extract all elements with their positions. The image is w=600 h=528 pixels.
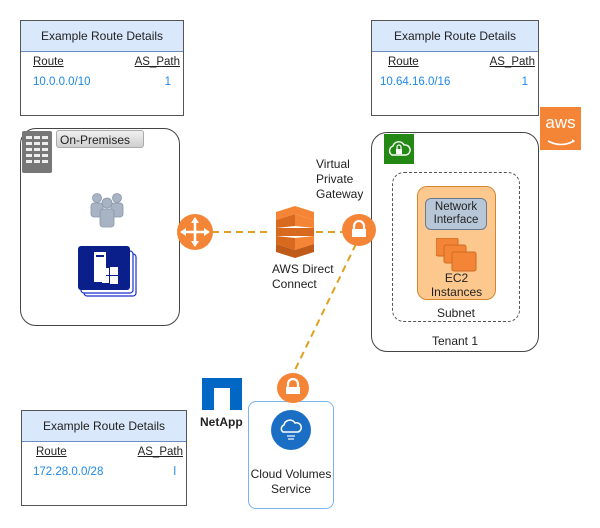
subnet-label: Subnet xyxy=(436,306,476,320)
direct-connect-label-line2: Connect xyxy=(272,277,317,291)
route-column-header: Route xyxy=(388,56,419,68)
cloud-volumes-label: Cloud Volumes Service xyxy=(244,467,338,497)
as-path-column-header: AS_Path xyxy=(134,56,180,68)
route-table-title: Example Route Details xyxy=(22,411,186,442)
cloud-volumes-label-line2: Service xyxy=(270,482,311,496)
as-path-column-header: AS_Path xyxy=(137,446,183,458)
on-premises-tag: On-Premises xyxy=(56,130,144,148)
cloud-volumes-label-line1: Cloud Volumes xyxy=(250,467,332,481)
route-table-title: Example Route Details xyxy=(21,21,183,52)
route-column-header: Route xyxy=(33,56,64,68)
route-table-onprem: Example Route Details Route AS_Path 10.0.… xyxy=(20,20,184,116)
ec2-instances-label: EC2 Instances xyxy=(417,271,496,299)
aws-logo-text: aws xyxy=(545,113,576,132)
vpg-label-line3: Gateway xyxy=(316,187,364,201)
aws-logo: aws xyxy=(540,107,581,150)
tenant-label: Tenant 1 xyxy=(431,334,479,348)
route-value: 172.28.0.0/28 xyxy=(33,466,104,478)
netapp-logo-icon xyxy=(202,378,242,415)
vpg-label-line1: Virtual xyxy=(316,157,350,171)
route-table-title: Example Route Details xyxy=(372,21,538,52)
windows-server-icon xyxy=(78,246,138,303)
aws-smile-icon xyxy=(547,139,575,146)
route-table-aws: Example Route Details Route AS_Path 10.64… xyxy=(371,20,539,116)
netapp-label: NetApp xyxy=(200,415,243,429)
subnet-container xyxy=(392,172,520,322)
ec2-label-line1: EC2 xyxy=(444,271,469,285)
cloud-volumes-icon xyxy=(270,409,312,456)
as-path-value: l xyxy=(173,466,176,478)
building-icon xyxy=(22,131,52,173)
route-value: 10.0.0.0/10 xyxy=(33,76,91,88)
ec2-label-line2: Instances xyxy=(430,285,483,299)
cvs-lock-icon xyxy=(276,372,310,409)
vpc-lock-icon xyxy=(384,134,414,164)
as-path-column-header: AS_Path xyxy=(489,56,535,68)
as-path-value: 1 xyxy=(164,76,171,88)
network-interface-box: Network Interface xyxy=(425,198,487,230)
route-value: 10.64.16.0/16 xyxy=(380,76,451,88)
aws-direct-connect-icon xyxy=(272,206,318,263)
direct-connect-label-line1: AWS Direct xyxy=(272,262,334,276)
vpg-lock-icon xyxy=(341,212,377,253)
as-path-value: 1 xyxy=(521,76,528,88)
vpg-label-line2: Private xyxy=(316,172,354,186)
route-table-netapp: Example Route Details Route AS_Path 172.2… xyxy=(21,410,187,506)
router-icon xyxy=(176,213,214,256)
users-icon xyxy=(90,192,124,233)
ec2-instances-icon xyxy=(435,237,478,277)
on-premises-label: On-Premises xyxy=(60,133,131,147)
virtual-private-gateway-label: Virtual Private Gateway xyxy=(316,157,363,202)
network-interface-line1: Network xyxy=(434,201,478,213)
network-interface-line2: Interface xyxy=(433,214,479,226)
route-column-header: Route xyxy=(36,446,67,458)
aws-direct-connect-label: AWS Direct Connect xyxy=(272,262,334,292)
